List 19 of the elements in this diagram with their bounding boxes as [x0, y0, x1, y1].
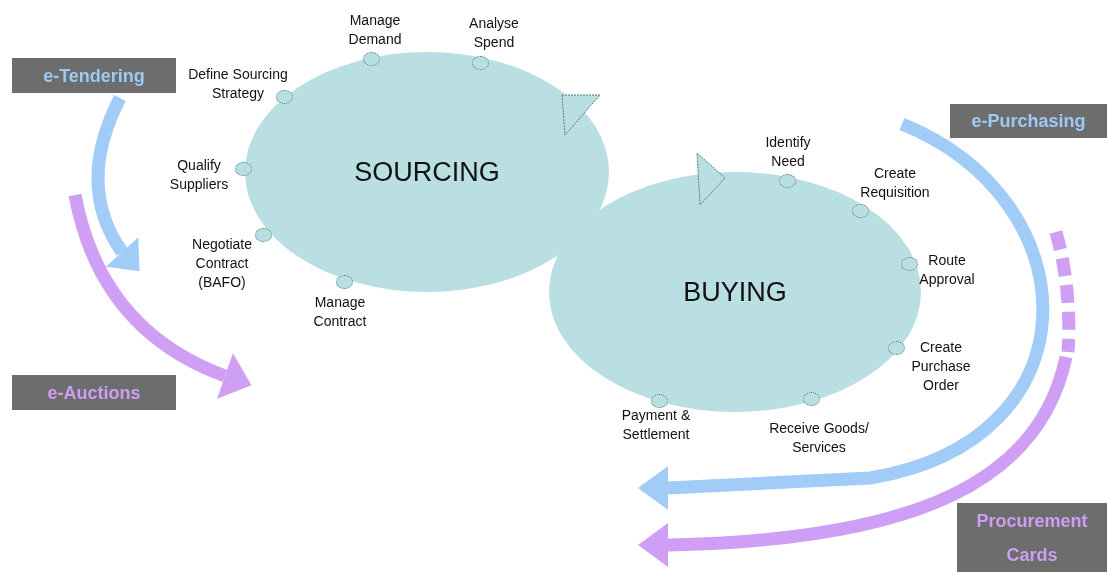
step-label: Qualify Suppliers [168, 156, 230, 194]
step-label: Payment & Settlement [620, 406, 692, 444]
step-label: Create Purchase Order [910, 337, 972, 395]
category-tag: Procurement Cards [957, 503, 1107, 572]
category-tag: e-Auctions [12, 375, 176, 410]
step-label: Define Sourcing Strategy [187, 65, 289, 103]
step-marker [235, 162, 252, 176]
phase-title: BUYING [683, 276, 787, 308]
step-label: Receive Goods/ Services [768, 419, 870, 457]
step-label: Create Requisition [859, 164, 931, 202]
step-label: Analyse Spend [468, 14, 520, 52]
step-label: Identify Need [764, 133, 812, 171]
step-label: Route Approval [918, 251, 976, 289]
step-label: Manage Demand [347, 11, 403, 49]
step-label: Manage Contract [312, 293, 368, 331]
category-tag: e-Purchasing [950, 104, 1107, 138]
step-label: Negotiate Contract (BAFO) [191, 234, 253, 292]
category-tag: e-Tendering [12, 58, 176, 93]
phase-title: SOURCING [354, 156, 500, 188]
